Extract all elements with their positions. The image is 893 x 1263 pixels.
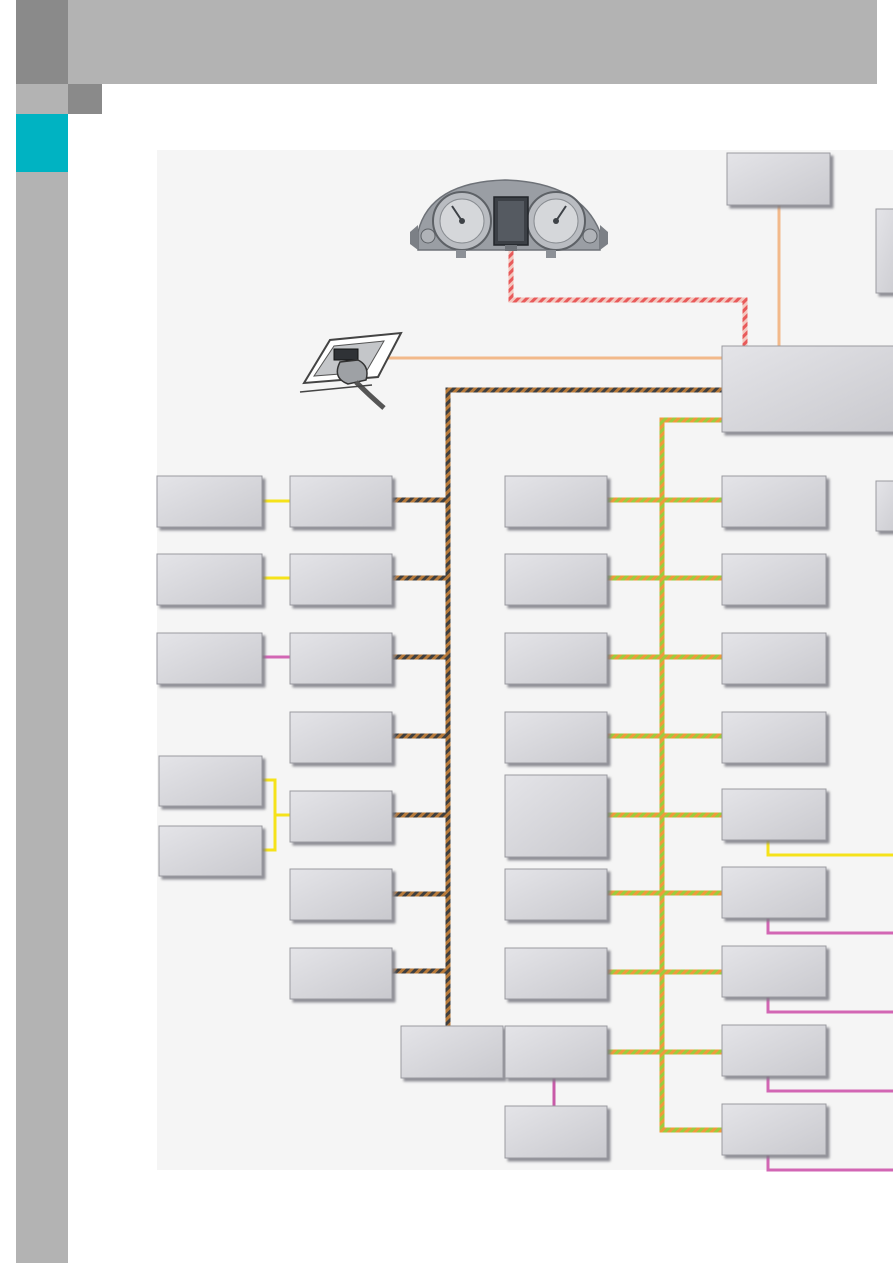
chapter-accent [16,114,68,172]
control-unit-comfort-left-8 [504,1025,608,1079]
control-unit-right-top [875,208,893,294]
powertrain-can-bus [392,387,722,1026]
left-strip [16,84,68,1263]
control-unit-comfort-left-2 [504,553,608,606]
instrument-cluster-icon [410,179,608,258]
control-unit-comfort-left-7 [504,947,608,1000]
control-unit-comfort-right-4 [721,711,827,764]
control-unit-powertrain-bottom [400,1025,504,1079]
control-unit-powertrain-4 [289,711,393,764]
control-unit-comfort-right-1 [721,475,827,528]
control-unit-comfort-right-3 [721,632,827,685]
control-unit-powertrain-6 [289,868,393,921]
control-unit-powertrain-2 [289,553,393,606]
diagnostic-connector-icon [299,331,403,410]
control-unit-right-mid [875,480,893,532]
header-dark-square [16,0,68,84]
control-unit-far-left-1 [156,475,263,528]
control-unit-powertrain-7 [289,947,393,1000]
control-unit-comfort-right-8 [721,1024,827,1077]
control-unit-comfort-left-9 [504,1105,608,1159]
diagnosis-line [385,205,781,360]
control-unit-far-left-5 [158,825,263,877]
control-unit-comfort-right-7 [721,945,827,998]
control-unit-far-left-2 [156,553,263,606]
header-bar [16,0,877,84]
control-unit-powertrain-1 [289,475,393,528]
control-unit-powertrain-5 [289,790,393,843]
control-unit-comfort-right-2 [721,553,827,606]
control-unit-comfort-left-6 [504,868,608,921]
control-unit-comfort-left-3 [504,632,608,685]
control-unit-comfort-left-4 [504,711,608,764]
control-unit-comfort-right-9 [721,1103,827,1156]
control-unit-comfort-left-1 [504,475,608,528]
comfort-can-bus [607,417,722,1133]
control-unit-far-left-4 [158,755,263,807]
sub-bus-links [262,499,893,1172]
control-unit-comfort-left-5-tall [504,774,608,858]
control-unit-far-left-3 [156,632,263,685]
control-unit-top [726,152,831,206]
gateway-box [721,345,893,433]
control-unit-comfort-right-5 [721,788,827,841]
control-unit-comfort-right-6 [721,866,827,919]
dash-can-bus [508,247,748,346]
control-unit-powertrain-3 [289,632,393,685]
tab-marker [68,84,102,114]
